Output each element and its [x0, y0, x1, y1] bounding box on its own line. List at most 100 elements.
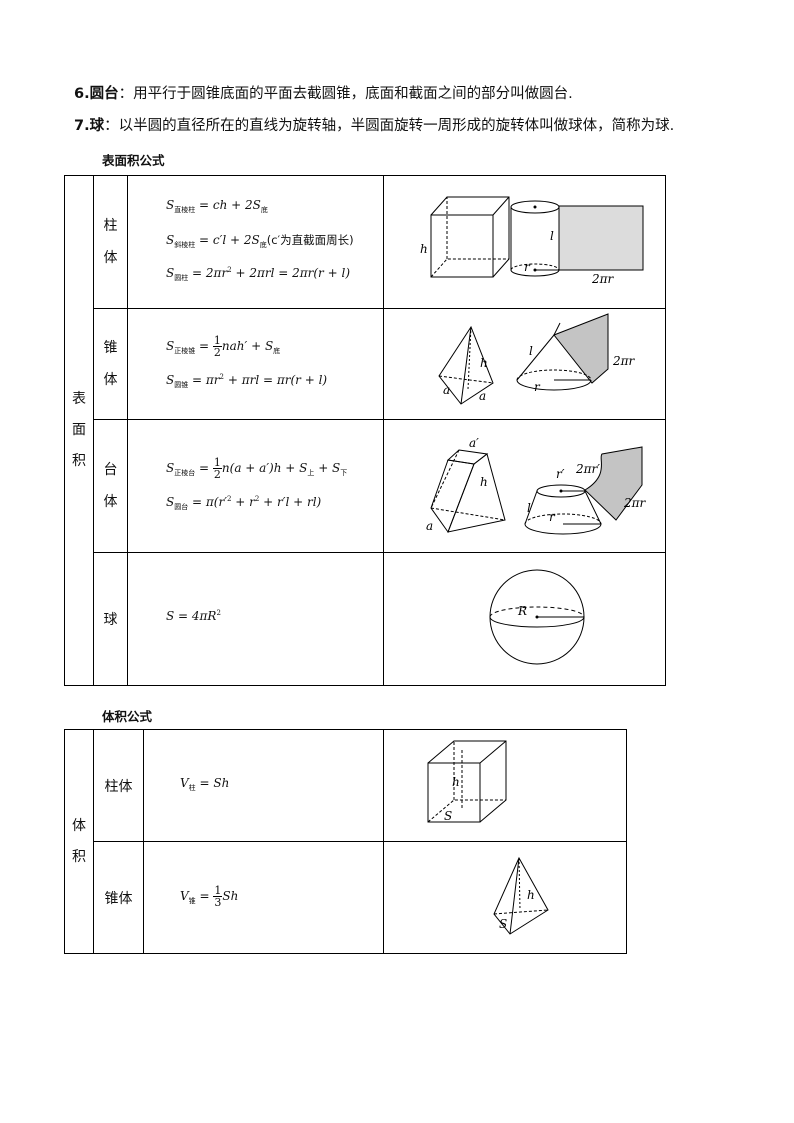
formula-symbol: S [166, 233, 175, 247]
item-6-label: 6.圆台 [74, 86, 119, 102]
bottom-edge-label: a [426, 519, 433, 533]
category-char: 积 [72, 848, 86, 865]
height-label: h [452, 775, 460, 789]
row-label-prism: 柱 体 [93, 175, 128, 309]
formula-expression: S = 4πR [166, 609, 217, 623]
formula-subscript: 正棱台 [174, 469, 196, 477]
formula-symbol: V [180, 775, 189, 790]
row-label-char: 体 [103, 372, 118, 388]
top-circumference-label: 2πr′ [575, 462, 600, 476]
prism-cylinder-figure: h l r 2πr [420, 196, 644, 286]
surface-area-caption: 表面积公式 [102, 153, 165, 168]
formula-expression: = πr [188, 373, 220, 387]
slant-label: l [527, 501, 531, 515]
formula-subscript: 底 [259, 241, 267, 249]
surface-area-category: 表 面 积 [64, 175, 94, 686]
sphere-figure: R [489, 569, 585, 665]
item-6-text: ：用平行于圆锥底面的平面去截圆锥，底面和截面之间的部分叫做圆台. [118, 86, 573, 102]
radius-label: r [549, 510, 556, 524]
formula-subscript: 上 [307, 469, 315, 477]
radius-label: R [517, 604, 527, 618]
formula-symbol: V [180, 888, 189, 903]
formula-volume-prism: V柱 = Sh [180, 776, 383, 796]
figure-cell-volume-pyramid: h S [383, 841, 627, 954]
formula-symbol: S [166, 495, 175, 509]
formula-symbol: S [166, 373, 175, 387]
pyramid-cone-figure: h a a l r 2πr [438, 313, 636, 405]
height-label: h [527, 888, 535, 902]
formula-symbol: S [166, 198, 175, 212]
circumference-label: 2πr [623, 496, 647, 510]
circumference-label: 2πr [612, 354, 636, 368]
figure-cell-pyramid: h a a l r 2πr [383, 308, 666, 420]
fraction-denominator: 2 [213, 468, 221, 481]
formula-superscript: 2 [254, 495, 260, 503]
figure-cell-volume-prism: h S [383, 729, 627, 842]
fraction-numerator: 1 [213, 883, 223, 897]
row-label-char: 柱 [103, 218, 118, 234]
formula-cell-prism: S直棱柱 = ch + 2S底 S斜棱柱 = c′l + 2S底(c′为直截面周… [127, 175, 384, 309]
item-7-label: 7.球 [74, 118, 105, 134]
formula-expression: n(a + a′)h + S [221, 461, 308, 475]
formula-superscript: 2 [226, 495, 232, 503]
formula-subscript: 柱 [188, 783, 196, 792]
base-area-label: S [444, 809, 452, 823]
formula-symbol: S [166, 461, 175, 475]
slant-label: l [550, 229, 554, 243]
row-label-char: 体 [103, 494, 118, 510]
radius-label: r [534, 380, 541, 394]
formula-subscript: 斜棱柱 [174, 241, 196, 249]
category-char: 积 [72, 453, 86, 469]
formula-superscript: 2 [227, 266, 232, 274]
fraction-denominator: 2 [213, 346, 221, 359]
formula-symbol: S [166, 266, 175, 280]
item-7-sphere-definition: 7.球：以半圆的直径所在的直线为旋转轴，半圆面旋转一周形成的旋转体叫做球体，简称… [74, 116, 674, 136]
edge-label: a [443, 383, 450, 397]
formula-oblique-prism: S斜棱柱 = c′l + 2S底(c′为直截面周长) [166, 232, 383, 252]
formula-equals: = [195, 888, 214, 903]
row-label-pyramid: 锥 体 [93, 308, 128, 420]
formula-subscript: 圆台 [174, 503, 189, 511]
formula-expression: = ch + 2S [195, 198, 261, 212]
formula-expression: = π(r′ [188, 495, 227, 509]
table-row-volume-prism: 体 积 柱体 V柱 = Sh h S [64, 729, 627, 954]
figure-cell-prism: h l r 2πr [383, 175, 666, 309]
volume-caption: 体积公式 [102, 709, 153, 724]
edge-label: a [479, 389, 486, 403]
row-label-sphere: 球 [93, 552, 128, 686]
formula-superscript: 2 [216, 609, 221, 617]
circumference-label: 2πr [591, 272, 615, 286]
top-edge-label: a′ [469, 436, 479, 450]
fraction-numerator: 1 [212, 334, 222, 347]
row-label-char: 台 [103, 462, 118, 478]
top-radius-label: r′ [556, 467, 565, 481]
formula-right-prism: S直棱柱 = ch + 2S底 [166, 198, 383, 218]
formula-expression: = 2πr [188, 266, 228, 280]
formula-subscript: 正棱锥 [174, 347, 196, 355]
item-7-text: ：以半圆的直径所在的直线为旋转轴，半圆面旋转一周形成的旋转体叫做球体，简称为球. [104, 118, 675, 134]
category-char: 面 [72, 422, 86, 438]
formula-expression: nah′ + S [221, 339, 274, 353]
category-char: 表 [72, 391, 86, 407]
formula-cylinder: S圆柱 = 2πr2 + 2πrl = 2πr(r + l) [166, 266, 383, 286]
formula-subscript: 底 [260, 206, 268, 214]
row-label-char: 体 [103, 250, 118, 266]
fraction-denominator: 3 [214, 895, 222, 909]
fraction-numerator: 1 [212, 456, 222, 469]
frustum-figure: a′ h a r′ 2πr′ l r 2πr [426, 436, 647, 535]
formula-expression: + S [314, 461, 341, 475]
volume-prism-figure: h S [427, 740, 507, 823]
figure-cell-frustum: a′ h a r′ 2πr′ l r 2πr [383, 419, 666, 553]
table-row-prism: 表 面 积 柱 体 S直棱柱 = ch + 2S底 S斜棱柱 = c′l + 2… [64, 175, 666, 686]
formula-subscript: 圆锥 [174, 381, 189, 389]
formula-expression: = c′l + 2S [195, 233, 260, 247]
formula-truncated-cone: S圆台 = π(r′2 + r2 + r′l + rl) [166, 495, 383, 515]
